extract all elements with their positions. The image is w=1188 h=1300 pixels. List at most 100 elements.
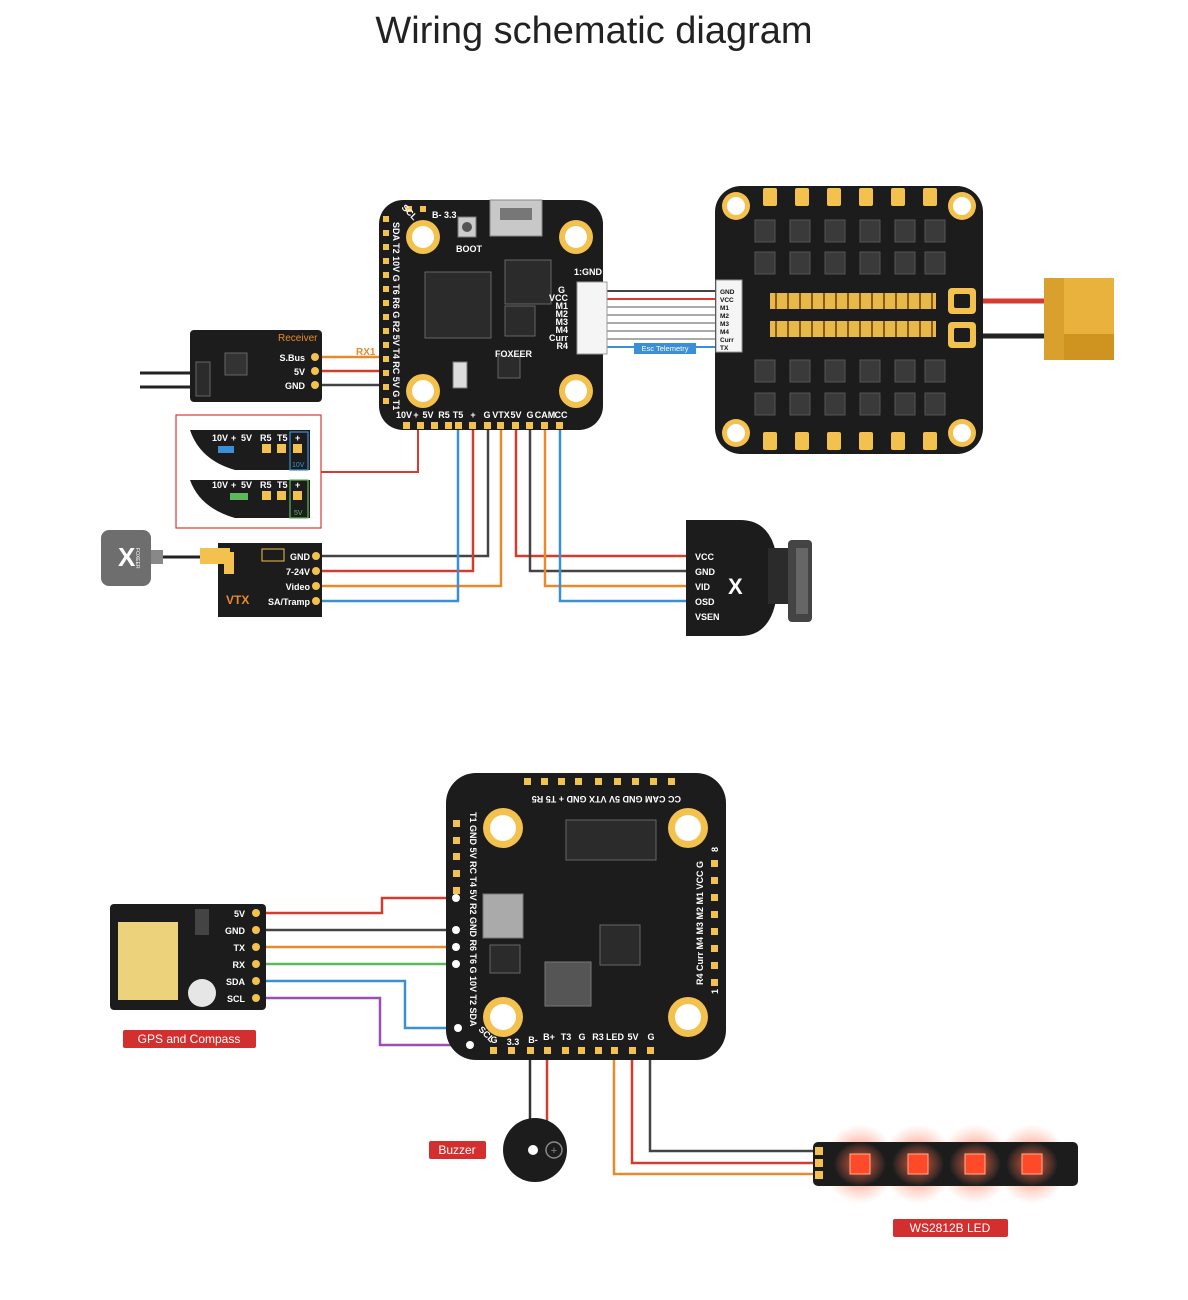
wire-led-data [612,1050,818,1176]
fc-top-gnd-label: 1:GND [574,267,603,277]
fc-bottom-pad-label: + [413,410,418,420]
svg-text:+: + [551,1145,557,1157]
svg-text:X: X [118,542,136,572]
fc-bottom-pad-label: T5 [453,410,464,420]
fc-conn-pin: M1 [555,301,568,311]
gps-tag-label: GPS and Compass [138,1032,241,1046]
esc-pin: M4 [720,329,729,336]
top-wires [318,290,1050,603]
wire-gps-sda [260,979,458,1030]
fc-b-right-num-top: 8 [710,847,720,852]
esc-pin: M2 [720,313,729,320]
fc-conn-pin: R4 [556,341,568,351]
gps-pin: 5V [234,909,245,919]
camera-pin: OSD [695,597,715,607]
wire-cam-osd [558,428,688,603]
fc-board-bottom: CC CAM GND 5V VTX GND + T5 R5 T1 GND 5V … [446,773,726,1060]
camera-pin: VSEN [695,612,720,622]
wire-led-5v [630,1050,818,1165]
wire-vtx-tramp [318,428,460,603]
fc-top-boot: BOOT [456,244,483,254]
wire-gps-5v [260,896,456,915]
jumper-callout: 10V + 5V R5 T5 + 10V 10V + 5V R5 T5 + 5V [175,414,322,529]
buzzer: + [503,1118,567,1182]
gps-pin: TX [233,943,245,953]
esc-pin: M3 [720,321,729,328]
esc-pin: TX [720,345,729,352]
wire-cam-vid [543,428,688,588]
receiver-pin: 5V [294,367,305,377]
fc-b-bottom-pad: G [490,1035,497,1045]
jumper-bottom-label: + [295,480,300,490]
fc-top-top-pads: B- 3.3 [432,210,457,220]
vtx-pin: SA/Tramp [268,597,311,607]
receiver-pin: S.Bus [279,353,305,363]
camera-pin: VID [695,582,711,592]
fc-bottom-pad-label: R5 [438,410,450,420]
jumper-top-label: R5 [260,433,272,443]
wire-cam-vcc [514,428,688,558]
wire-vtx-gnd [318,428,490,558]
vtx-module: X FOXEER VTX GND 7-24V Video SA/Tramp [101,530,322,617]
fc-b-bottom-pad: LED [606,1032,625,1042]
wire-led-gnd [648,1050,818,1153]
esc-pin: VCC [720,297,734,304]
gps-pin: GND [225,926,246,936]
vtx-antenna-brand: FOXEER [134,548,140,569]
fc-b-top-pads: CC CAM GND 5V VTX GND + T5 R5 [532,794,681,804]
esc-pin: M1 [720,305,729,312]
jumper-top-label: 10V [212,433,228,443]
gps-pin: SDA [226,977,246,987]
led-tag-label: WS2812B LED [910,1221,991,1235]
page-title: Wiring schematic diagram [375,10,813,52]
fc-b-bottom-pad: B+ [543,1032,555,1042]
jumper-top-label: T5 [277,433,288,443]
fc-conn-pin: M2 [555,309,568,319]
fc-b-bottom-pad: 3.3 [507,1037,520,1047]
camera-pin: GND [695,567,716,577]
vtx-pin: Video [286,582,311,592]
jumper-top-tag: 10V [292,462,305,469]
camera-module: X VCC GND VID OSD VSEN [686,520,812,636]
esc-board: GND VCC M1 M2 M3 M4 Curr TX [715,186,983,454]
fc-bottom-pad-label: 10V [396,410,412,420]
led-strip [813,1124,1078,1204]
vtx-pin: GND [290,552,311,562]
vtx-pin: 7-24V [286,567,310,577]
fc-b-right-num-bottom: 1 [710,989,720,994]
wire-cam-gnd [528,428,688,573]
esc-pin: GND [720,289,735,296]
jumper-bottom-label: 5V [241,480,252,490]
gps-pin: SCL [227,994,246,1004]
fc-b-bottom-pad: R3 [592,1032,604,1042]
fc-top-rx1: RX1 [356,347,376,358]
fc-b-left-pads: T1 GND 5V RC T4 5V R2 GND R6 T6 G 10V T2… [468,812,478,1027]
jumper-bottom-label: R5 [260,480,272,490]
jumper-bottom-label: + [231,480,236,490]
fc-b-right-pads: R4 Curr M4 M3 M2 M1 VCC G [695,861,705,985]
gps-module: 5V GND TX RX SDA SCL [110,904,266,1010]
fc-conn-pin: M4 [555,325,568,335]
fc-b-bottom-pad: 5V [627,1032,638,1042]
gps-pin: RX [232,960,245,970]
led-tag: WS2812B LED [893,1219,1008,1237]
fc-b-bottom-pad: G [647,1032,654,1042]
fc-conn-pin: Curr [549,333,568,343]
wire-jumper-link [321,428,419,473]
fc-b-bottom-pad: B- [528,1035,538,1045]
xt60-connector [1044,278,1114,360]
jumper-top-label: + [295,433,300,443]
receiver-title: Receiver [278,333,318,344]
fc-bottom-pad-label: CC [555,410,568,420]
fc-bottom-pad-label: G [483,410,490,420]
vtx-title: VTX [226,593,249,607]
fc-bottom-pad-label: G [526,410,533,420]
jumper-bottom-tag: 5V [294,510,303,517]
fc-bottom-pad-label: 5V [510,410,521,420]
fc-conn-pin: M3 [555,317,568,327]
fc-board-top: FOXEER BOOT B- 3.3 1:GND RX1 SDA T2 10V … [356,199,608,430]
bottom-wires [260,896,818,1176]
fc-bottom-pad-label: VTX [492,410,510,420]
fc-top-brand: FOXEER [495,349,533,359]
